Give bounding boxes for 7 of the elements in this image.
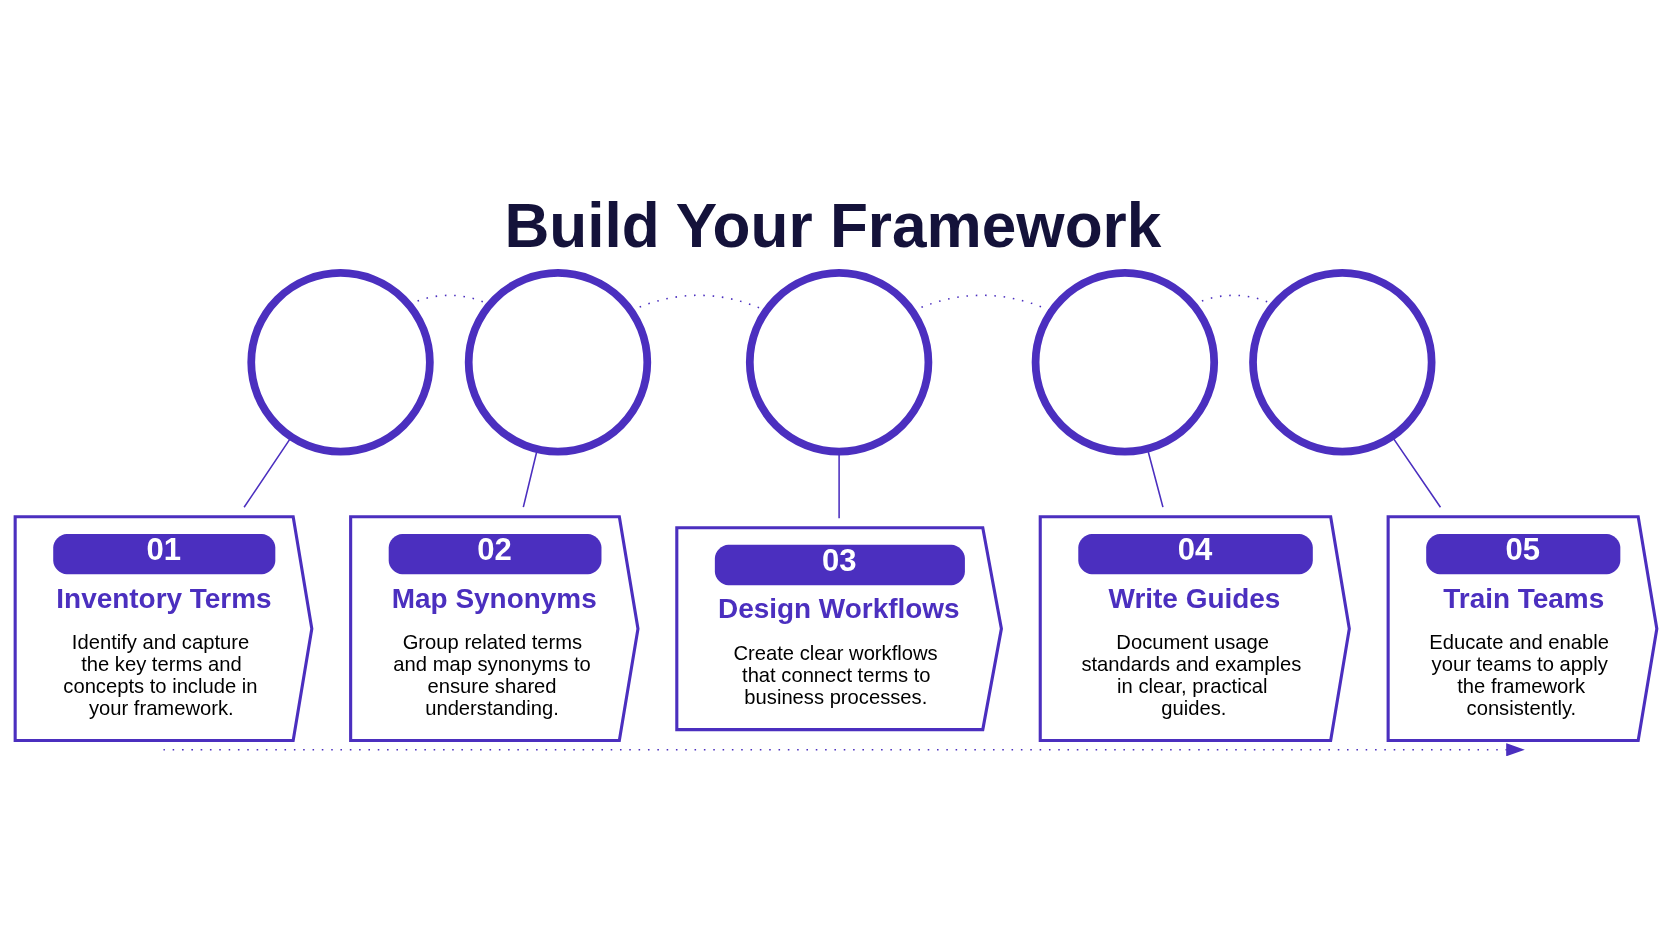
diagram-title: Build Your Framework — [504, 190, 1162, 260]
node-circle — [1249, 268, 1436, 455]
node-circle — [464, 268, 652, 455]
node-circle — [745, 268, 933, 455]
node-circle — [1031, 268, 1219, 455]
arrow — [162, 742, 1525, 756]
node-circle — [247, 268, 434, 455]
